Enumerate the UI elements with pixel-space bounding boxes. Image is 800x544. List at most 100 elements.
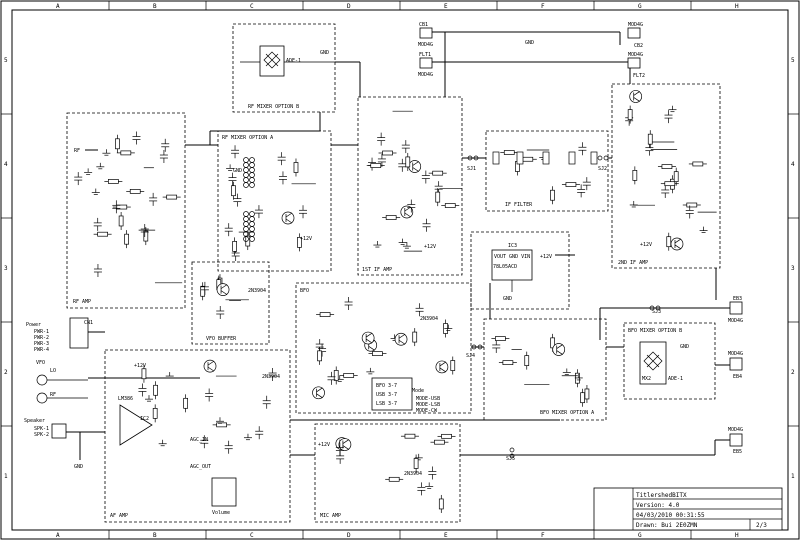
resistor-symbol <box>108 179 119 184</box>
col-label: H <box>735 3 739 10</box>
transistor-label: 2N3904 <box>262 374 280 380</box>
resistor-symbol <box>231 185 236 197</box>
transistor-lead <box>285 212 293 218</box>
resistor-symbol <box>435 191 441 203</box>
col-label: A <box>56 3 60 10</box>
resistor-symbol <box>632 170 638 181</box>
drawn-text: Drawn: Bui 2E0ZMN <box>636 522 698 529</box>
transistor-symbol <box>203 359 217 373</box>
ic3-regulator: IC3 VOUT GND VIN 78L05ACD +12V GND <box>491 243 552 302</box>
speaker-pin: SPK-1 <box>34 426 49 432</box>
connector-vfo[interactable]: VFO LO RF <box>36 360 88 404</box>
resistor-symbol <box>319 312 331 317</box>
connector-eb5[interactable]: MOD4G EB5 <box>728 427 743 455</box>
col-label: C <box>250 3 254 10</box>
resistor-symbol <box>584 388 590 400</box>
connector-sub: MOD4G <box>728 427 743 433</box>
transistor-lead <box>365 338 373 344</box>
block-mic-amp: MIC AMP <box>314 423 461 523</box>
resistor-symbol <box>382 150 393 156</box>
connector-cb2[interactable]: MOD4G CB2 <box>627 22 643 49</box>
col-label: B <box>153 3 157 10</box>
row-label: 2 <box>791 369 795 376</box>
row-label: 5 <box>4 57 8 64</box>
resistor-symbol <box>404 433 416 439</box>
block-bfo: BFO <box>295 282 472 414</box>
vcc-label: +12V <box>318 442 330 448</box>
power-pin: PWR-4 <box>34 347 49 353</box>
sj-label: SJ1 <box>467 166 476 172</box>
block-bfo-mixer-b: BFO MIXER OPTION B <box>623 322 716 400</box>
volume-label: Volume <box>212 510 230 516</box>
component-detail <box>74 90 717 513</box>
ic3-part: 78L05ACD <box>493 264 517 270</box>
vcc-label: +12V <box>134 363 146 369</box>
resistor-symbol <box>432 170 444 176</box>
transistor-symbol <box>361 331 375 345</box>
connector-power[interactable]: Power PWR-1 PWR-2 PWR-3 PWR-4 CN1 <box>26 317 93 353</box>
transistor-symbol <box>400 205 414 219</box>
coil-turn <box>243 221 249 227</box>
resistor-symbol <box>661 164 673 169</box>
resistor-symbol <box>97 231 108 237</box>
connector-eb3[interactable]: EB3 MOD4G <box>728 296 743 324</box>
af-amp-ic: LM386 IC2 AGC_IN AGC_OUT Volume <box>118 396 237 516</box>
transistor-lead <box>439 361 447 367</box>
gnd-label: GND <box>680 344 689 350</box>
ic-part: LM386 <box>118 396 133 402</box>
resistor-symbol <box>441 433 452 439</box>
connector-label: CB1 <box>419 22 428 28</box>
gnd-label: GND <box>503 296 512 302</box>
connector-flt1[interactable]: FLT1 MOD4G <box>418 52 433 78</box>
ic3-ref: IC3 <box>508 243 517 249</box>
resistor-symbol <box>200 285 206 297</box>
row-labels-right: 5 4 3 2 1 <box>791 57 795 480</box>
block-label: RF MIXER OPTION B <box>248 104 299 110</box>
gnd-label: GND <box>74 464 83 470</box>
power-label: Power <box>26 322 41 328</box>
transistor-symbol <box>281 211 295 225</box>
transistor-lead <box>412 167 419 172</box>
connector-label: EB5 <box>733 449 742 455</box>
connector-speaker[interactable]: Speaker SPK-1 SPK-2 GND <box>24 418 83 470</box>
transistor-symbol <box>552 343 566 356</box>
block-vfo-buffer: VFO BUFFER <box>191 261 270 345</box>
title-text: TitlershedBITX <box>636 492 687 499</box>
power-pin: PWR-3 <box>34 341 49 347</box>
block-label: RF AMP <box>73 299 91 305</box>
connector-sub: MOD4G <box>628 22 643 28</box>
transistor-symbol <box>216 283 230 296</box>
mixer-rf-b: ADE-1 GND <box>240 45 335 77</box>
col-label: D <box>347 532 351 539</box>
connector-cb1[interactable]: CB1 MOD4G <box>418 22 433 48</box>
coil-turn <box>249 221 255 227</box>
resistor-symbol <box>183 397 189 409</box>
block-second-if: 2ND IF AMP <box>611 83 721 269</box>
resistor-symbol <box>673 171 679 183</box>
resistor-symbol <box>627 109 633 120</box>
transistor-symbol <box>312 386 325 400</box>
bfo-item: LSB 3-7 <box>376 401 397 407</box>
block-label: RF MIXER OPTION A <box>222 135 273 141</box>
transistor-symbol <box>670 237 684 251</box>
block-label: BFO MIXER OPTION A <box>540 410 594 416</box>
block-label: IF FILTER <box>505 202 533 208</box>
connector-flt2[interactable]: MOD4G FLT2 <box>627 52 645 79</box>
gnd-label: GND <box>233 168 242 174</box>
connector-sub: MOD4G <box>728 318 743 324</box>
crystal-symbol <box>492 151 500 165</box>
power-pin: PWR-1 <box>34 329 49 335</box>
block-label: BFO MIXER OPTION B <box>628 328 682 334</box>
gnd-labels: GND GND +12V +12V +12V +12V +12V 2N3904 … <box>134 40 652 477</box>
resistor-symbol <box>502 360 514 366</box>
resistor-symbol <box>550 189 555 201</box>
coil-turn <box>243 172 249 178</box>
transistor-lead <box>398 333 406 339</box>
connector-eb4[interactable]: MOD4G EB4 <box>728 351 743 380</box>
resistor-symbol <box>152 408 158 419</box>
version-text: Version: 4.0 <box>636 502 680 509</box>
coil-turn <box>243 226 249 232</box>
resistor-symbol <box>664 181 676 187</box>
resistor-symbol <box>388 476 400 482</box>
